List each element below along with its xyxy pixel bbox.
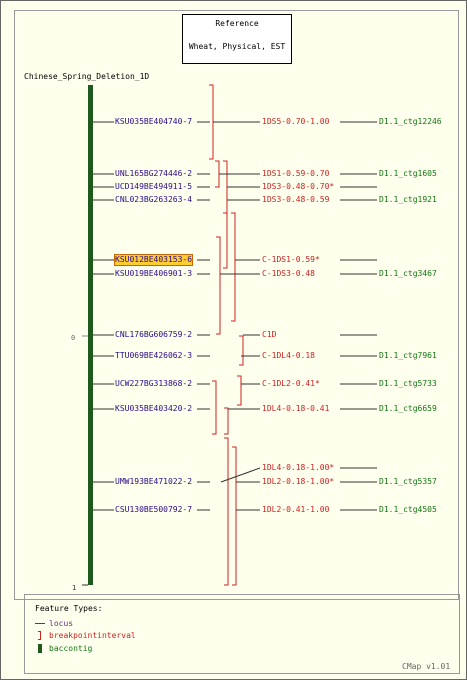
contig-label[interactable]: D1.1_ctg5357 [379, 477, 437, 486]
locus-label[interactable]: CSU130BE500792-7 [115, 505, 193, 514]
locus-label[interactable]: UCW227BG313868-2 [115, 379, 193, 388]
map-title[interactable]: Chinese_Spring_Deletion_1D [24, 72, 150, 81]
axis-tick-top: 0 [71, 334, 76, 342]
bracket-icon [38, 631, 41, 640]
reference-subtitle: Wheat, Physical, EST [188, 42, 286, 51]
map-panel [14, 10, 459, 600]
locus-label[interactable]: UCD149BE494911-5 [115, 182, 193, 191]
breakpoint-interval-label[interactable]: 1DS3-0.48-0.70* [262, 182, 335, 191]
breakpoint-interval-label[interactable]: C-1DL4-0.18 [262, 351, 315, 360]
locus-label[interactable]: TTU069BE426062-3 [115, 351, 193, 360]
locus-label[interactable]: KSU035BE403420-2 [115, 404, 193, 413]
breakpoint-interval-bracket [215, 160, 220, 188]
breakpoint-interval-bracket [212, 380, 217, 435]
breakpoint-interval-label[interactable]: C-1DS3-0.48 [262, 269, 315, 278]
breakpoint-interval-bracket [237, 375, 242, 406]
breakpoint-interval-label[interactable]: 1DL2-0.18-1.00* [262, 477, 335, 486]
legend-label-baccontig: baccontig [49, 644, 93, 653]
locus-label[interactable]: CNL023BG263263-4 [115, 195, 193, 204]
map-backbone-bar [88, 85, 93, 585]
interval-connector [220, 467, 261, 483]
locus-label[interactable]: UMW193BE471022-2 [115, 477, 193, 486]
legend-label-breakpointinterval: breakpointinterval [49, 631, 136, 640]
locus-line-icon [35, 623, 45, 624]
breakpoint-interval-bracket [224, 407, 229, 435]
breakpoint-interval-label[interactable]: C-1DS1-0.59* [262, 255, 320, 264]
breakpoint-interval-label[interactable]: C1D [262, 330, 277, 339]
contig-label[interactable]: D1.1_ctg1605 [379, 169, 437, 178]
breakpoint-interval-label[interactable]: 1DS1-0.59-0.70 [262, 169, 330, 178]
contig-label[interactable]: D1.1_ctg5733 [379, 379, 437, 388]
breakpoint-interval-bracket [231, 212, 236, 322]
reference-title: Reference [215, 19, 259, 28]
breakpoint-interval-label[interactable]: C-1DL2-0.41* [262, 379, 320, 388]
contig-label[interactable]: D1.1_ctg12246 [379, 117, 442, 126]
breakpoint-interval-bracket [223, 212, 228, 269]
bar-icon [38, 644, 42, 653]
contig-label[interactable]: D1.1_ctg3467 [379, 269, 437, 278]
contig-label[interactable]: D1.1_ctg1921 [379, 195, 437, 204]
legend-label-locus: locus [49, 619, 74, 628]
locus-label[interactable]: KSU019BE406901-3 [115, 269, 193, 278]
contig-label[interactable]: D1.1_ctg6659 [379, 404, 437, 413]
breakpoint-interval-bracket [223, 160, 228, 214]
locus-label[interactable]: KSU012BE403153-6 [113, 254, 194, 266]
contig-label[interactable]: D1.1_ctg7961 [379, 351, 437, 360]
reference-box[interactable]: Reference Wheat, Physical, EST [182, 14, 292, 64]
breakpoint-interval-label[interactable]: 1DS5-0.70-1.00 [262, 117, 330, 126]
axis-tick-bottom: 1 [72, 584, 77, 592]
breakpoint-interval-bracket [216, 236, 221, 335]
locus-label[interactable]: UNL165BG274446-2 [115, 169, 193, 178]
breakpoint-interval-bracket [239, 335, 244, 366]
breakpoint-interval-label[interactable]: 1DL4-0.18-1.00* [262, 463, 335, 472]
legend: Feature Types: locus breakpointinterval … [24, 594, 460, 674]
breakpoint-interval-label[interactable]: 1DS3-0.48-0.59 [262, 195, 330, 204]
breakpoint-interval-label[interactable]: 1DL4-0.18-0.41 [262, 404, 330, 413]
breakpoint-interval-bracket [232, 446, 237, 586]
legend-title: Feature Types: [35, 604, 103, 613]
breakpoint-interval-label[interactable]: 1DL2-0.41-1.00 [262, 505, 330, 514]
version-label: CMap v1.01 [402, 662, 451, 671]
contig-label[interactable]: D1.1_ctg4505 [379, 505, 437, 514]
breakpoint-interval-bracket [224, 437, 229, 586]
locus-label[interactable]: KSU035BE404740-7 [115, 117, 193, 126]
locus-label[interactable]: CNL176BG606759-2 [115, 330, 193, 339]
